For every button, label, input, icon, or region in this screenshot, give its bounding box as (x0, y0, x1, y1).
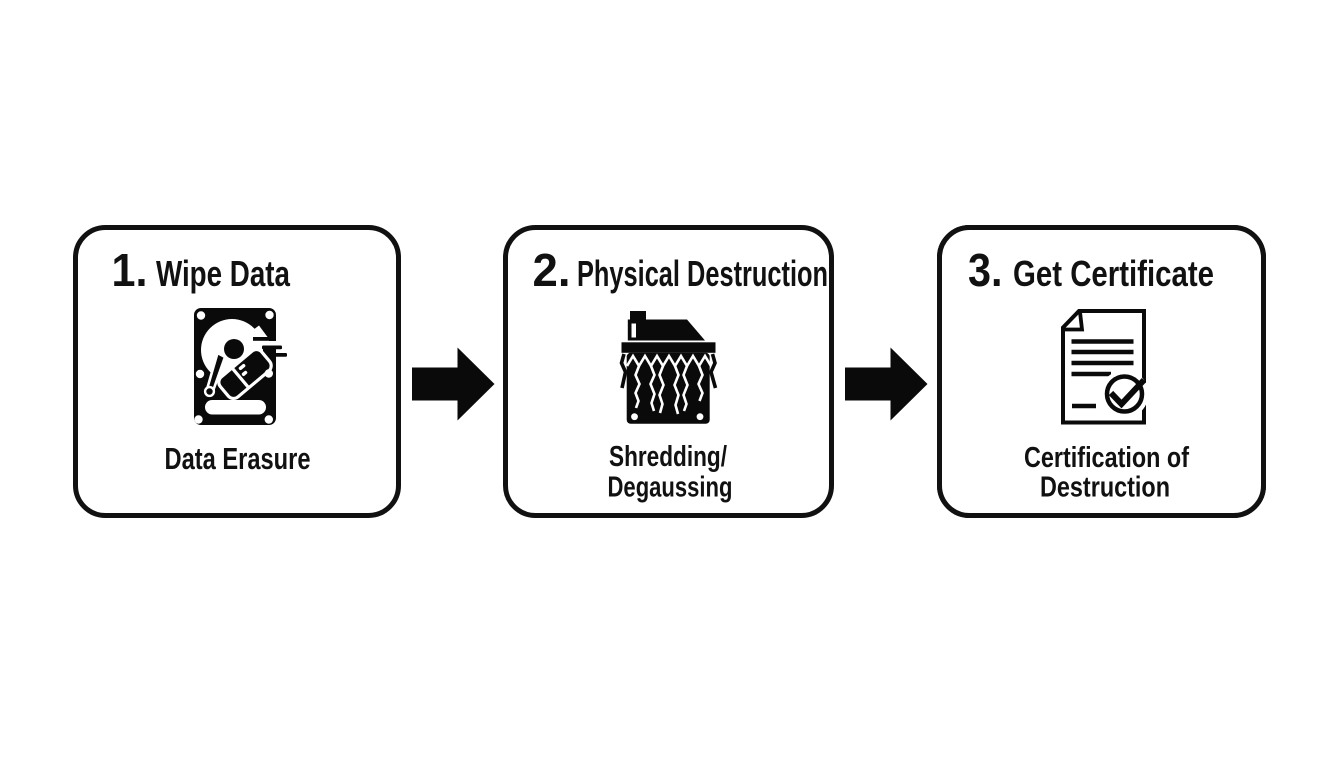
svg-text:2.: 2. (533, 244, 571, 296)
svg-text:1.: 1. (112, 244, 148, 296)
svg-text:Certification of: Certification of (1024, 442, 1189, 474)
svg-text:Shredding/: Shredding/ (609, 441, 727, 473)
svg-text:Get Certificate: Get Certificate (1013, 253, 1214, 294)
svg-text:Destruction: Destruction (1040, 472, 1170, 504)
svg-text:3.: 3. (968, 244, 1003, 296)
svg-text:Degaussing: Degaussing (608, 472, 733, 504)
svg-text:Physical Destruction: Physical Destruction (577, 253, 828, 294)
svg-text:Data Erasure: Data Erasure (165, 441, 311, 476)
svg-text:Wipe Data: Wipe Data (156, 253, 291, 294)
